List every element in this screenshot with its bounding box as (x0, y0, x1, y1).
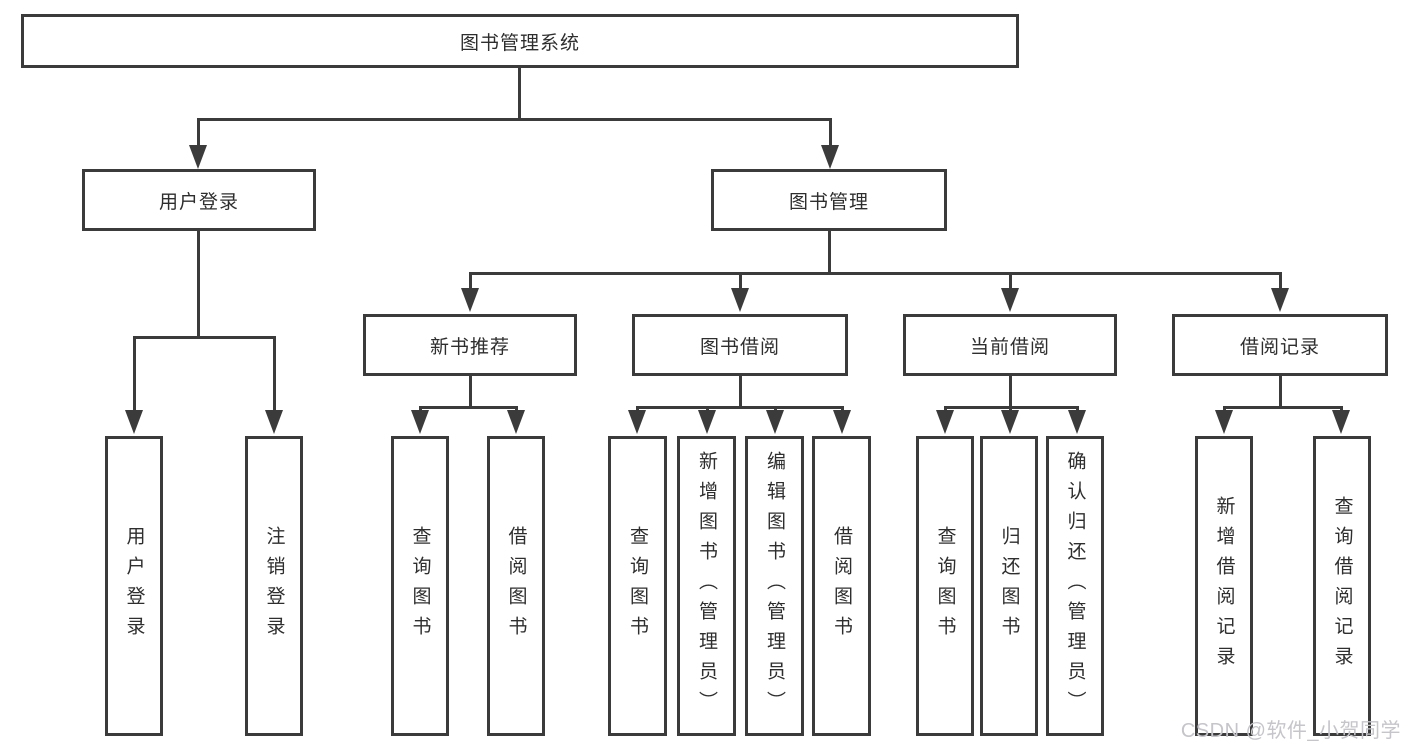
leaf-recommend-query-books: 查询图书 (391, 436, 449, 736)
connector-arrow-line (1008, 406, 1012, 412)
node-user-login: 用户登录 (82, 169, 316, 231)
arrowhead-icon (189, 145, 207, 169)
leaf-edit-book-admin: 编辑图书（管理员） (745, 436, 804, 736)
leaf-recommend-borrow-books: 借阅图书 (487, 436, 545, 736)
connector-bookmgmt-hline (468, 272, 1282, 275)
node-new-book-recommendation: 新书推荐 (363, 314, 577, 376)
node-book-borrowing: 图书借阅 (632, 314, 848, 376)
arrowhead-icon (125, 410, 143, 434)
arrowhead-icon (1271, 288, 1289, 312)
connector-arrow-line (418, 406, 422, 412)
connector-arrow-line (738, 272, 742, 290)
leaf-current-query-books-label: 查询图书 (934, 526, 956, 646)
node-book-management-label: 图书管理 (788, 191, 869, 213)
connector-arrow-line (943, 406, 947, 412)
connector-arrow-line (840, 406, 844, 412)
connector-arrow-line (1075, 406, 1079, 412)
arrowhead-icon (821, 145, 839, 169)
leaf-add-borrow-record-label: 新增借阅记录 (1213, 496, 1235, 676)
connector-bookmgmt-stem (827, 231, 831, 275)
leaf-return-books: 归还图书 (980, 436, 1038, 736)
leaf-borrowing-borrow-books-label: 借阅图书 (831, 526, 852, 646)
connector-borrowing-hline (635, 406, 844, 409)
connector-arrow-line (773, 406, 777, 412)
leaf-add-book-admin-label: 新增图书（管理员） (696, 451, 717, 721)
connector-records-hline (1222, 406, 1343, 409)
connector-arrow-line (1008, 272, 1012, 290)
connector-arrow-line (196, 118, 200, 147)
connector-current-stem (1008, 376, 1012, 409)
node-new-book-recommendation-label: 新书推荐 (429, 336, 510, 358)
arrowhead-icon (628, 410, 646, 434)
leaf-query-borrow-record-label: 查询借阅记录 (1331, 496, 1353, 676)
leaf-recommend-borrow-books-label: 借阅图书 (505, 526, 527, 646)
connector-arrow-line (468, 272, 472, 290)
connector-root-stem (517, 68, 521, 121)
leaf-borrowing-query-books-label: 查询图书 (627, 526, 648, 646)
arrowhead-icon (1001, 288, 1019, 312)
connector-arrow-line (1339, 406, 1343, 412)
arrowhead-icon (1068, 410, 1086, 434)
leaf-borrowing-borrow-books: 借阅图书 (812, 436, 871, 736)
connector-borrowing-stem (738, 376, 742, 409)
node-current-borrowing: 当前借阅 (903, 314, 1117, 376)
leaf-logout-label: 注销登录 (263, 526, 285, 646)
node-book-management: 图书管理 (711, 169, 947, 231)
connector-arrow-line (635, 406, 639, 412)
node-current-borrowing-label: 当前借阅 (969, 336, 1050, 358)
arrowhead-icon (461, 288, 479, 312)
connector-arrow-line (705, 406, 709, 412)
leaf-query-borrow-record: 查询借阅记录 (1313, 436, 1371, 736)
leaf-current-query-books: 查询图书 (916, 436, 974, 736)
connector-userlogin-stem (196, 231, 200, 339)
arrowhead-icon (1215, 410, 1233, 434)
connector-recommend-stem (468, 376, 472, 409)
leaf-logout: 注销登录 (245, 436, 303, 736)
connector-arrow-line (272, 336, 276, 412)
connector-records-stem (1278, 376, 1282, 409)
connector-arrow-line (1222, 406, 1226, 412)
arrowhead-icon (1332, 410, 1350, 434)
connector-arrow-line (514, 406, 518, 412)
leaf-confirm-return-admin: 确认归还（管理员） (1046, 436, 1104, 736)
leaf-borrowing-query-books: 查询图书 (608, 436, 667, 736)
leaf-user-login: 用户登录 (105, 436, 163, 736)
leaf-add-borrow-record: 新增借阅记录 (1195, 436, 1253, 736)
connector-arrow-line (828, 118, 832, 147)
arrowhead-icon (936, 410, 954, 434)
leaf-return-books-label: 归还图书 (998, 526, 1020, 646)
arrowhead-icon (698, 410, 716, 434)
arrowhead-icon (766, 410, 784, 434)
watermark: CSDN @软件_小贺同学 (1180, 720, 1401, 742)
arrowhead-icon (731, 288, 749, 312)
connector-arrow-line (1278, 272, 1282, 290)
node-root: 图书管理系统 (21, 14, 1019, 68)
node-borrowing-records-label: 借阅记录 (1239, 336, 1320, 358)
arrowhead-icon (833, 410, 851, 434)
arrowhead-icon (411, 410, 429, 434)
node-book-borrowing-label: 图书借阅 (699, 336, 780, 358)
leaf-confirm-return-admin-label: 确认归还（管理员） (1064, 451, 1086, 721)
connector-root-hline (196, 118, 832, 121)
node-borrowing-records: 借阅记录 (1172, 314, 1388, 376)
node-root-label: 图书管理系统 (459, 32, 580, 54)
leaf-user-login-label: 用户登录 (123, 526, 145, 646)
leaf-recommend-query-books-label: 查询图书 (409, 526, 431, 646)
connector-recommend-hline (418, 406, 518, 409)
leaf-edit-book-admin-label: 编辑图书（管理员） (764, 451, 785, 721)
node-user-login-label: 用户登录 (158, 191, 239, 213)
arrowhead-icon (265, 410, 283, 434)
connector-arrow-line (132, 336, 136, 412)
connector-userlogin-hline (132, 336, 276, 339)
arrowhead-icon (1001, 410, 1019, 434)
arrowhead-icon (507, 410, 525, 434)
leaf-add-book-admin: 新增图书（管理员） (677, 436, 736, 736)
